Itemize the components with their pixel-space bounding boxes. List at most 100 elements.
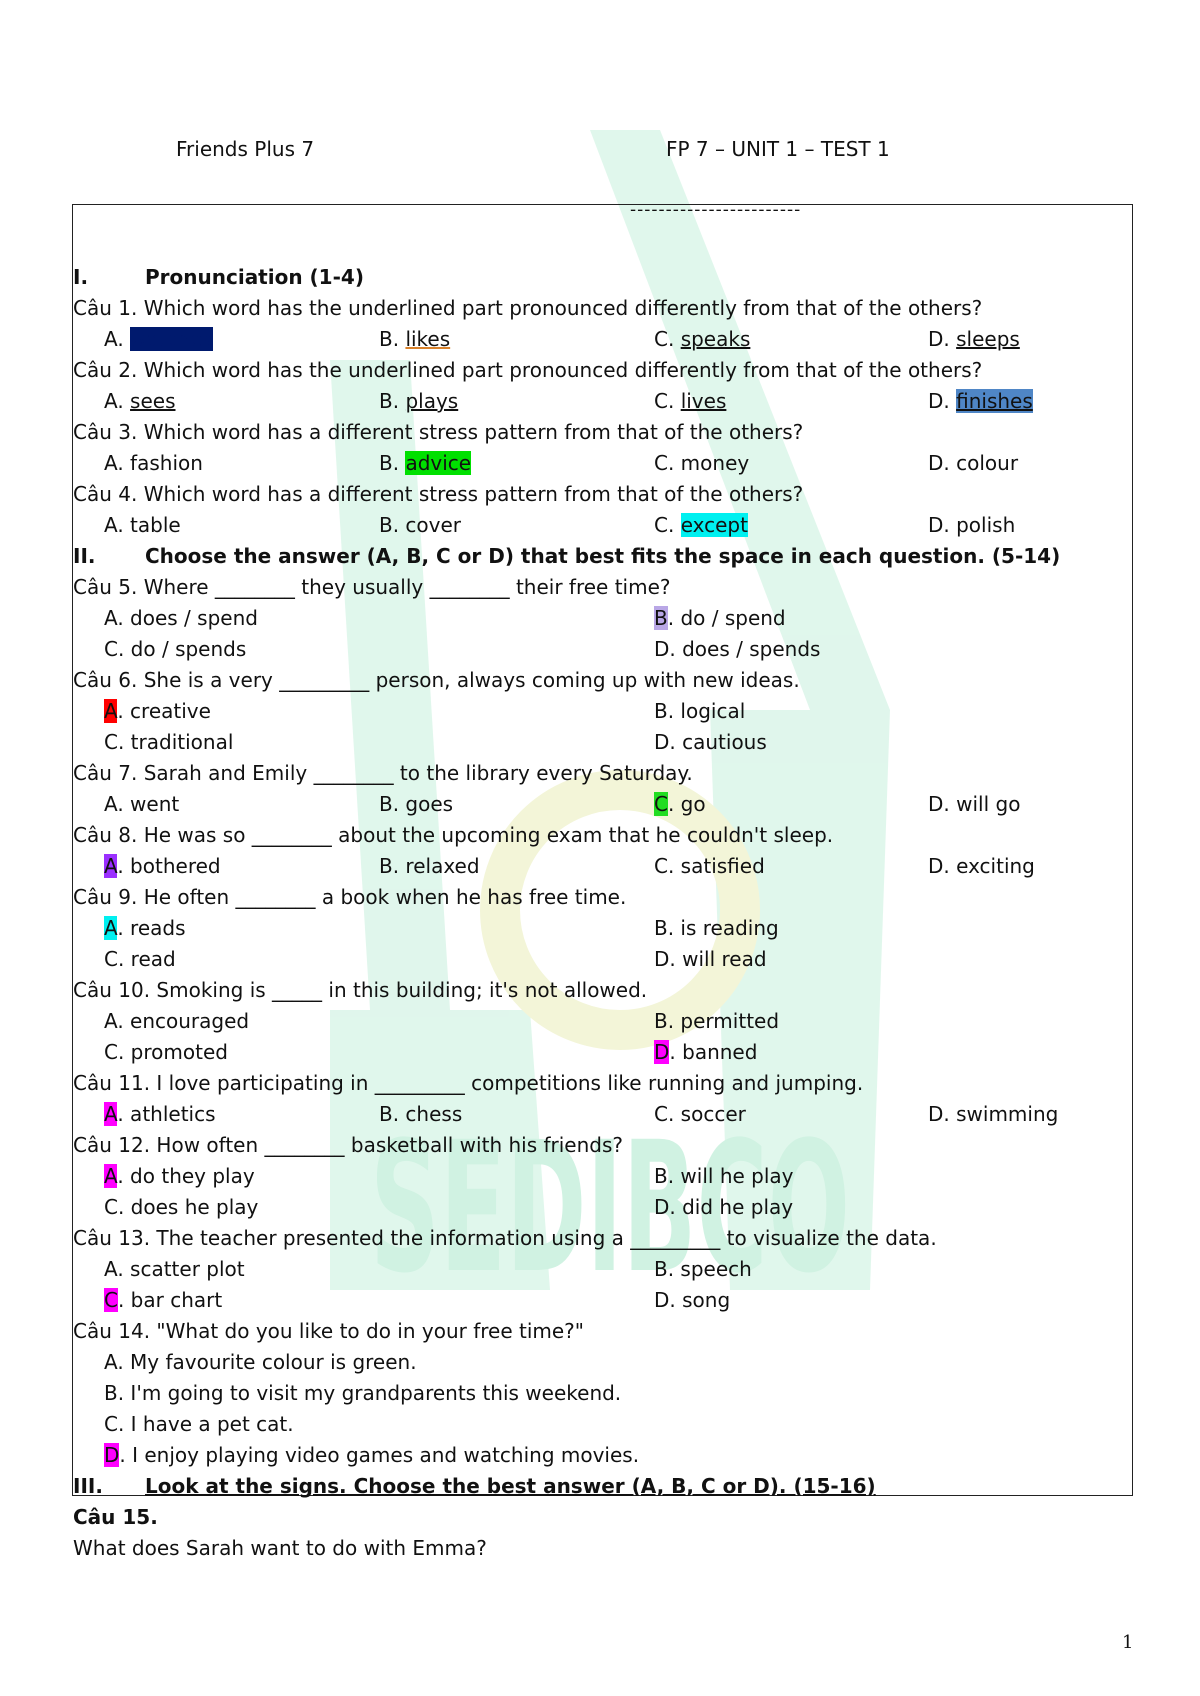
question-number: Câu 3. bbox=[73, 420, 138, 444]
question-text: The teacher presented the information us… bbox=[150, 1226, 937, 1250]
question-12: Câu 12. How often ________ basketball wi… bbox=[73, 1130, 623, 1161]
q5-option-a: A. does / spend bbox=[104, 606, 258, 630]
q11-option-c: C. soccer bbox=[654, 1102, 746, 1126]
question-13: Câu 13. The teacher presented the inform… bbox=[73, 1223, 937, 1254]
q7-option-b: B. goes bbox=[379, 792, 454, 816]
highlight-answer: A bbox=[104, 854, 118, 878]
question-number: Câu 7. bbox=[73, 761, 138, 785]
question-10: Câu 10. Smoking is _____ in this buildin… bbox=[73, 975, 647, 1006]
question-text: "What do you like to do in your free tim… bbox=[150, 1319, 584, 1343]
q2-option-a: A. sees bbox=[104, 389, 176, 413]
section-3-heading: III. Look at the signs. Choose the best a… bbox=[73, 1471, 876, 1502]
header-left: Friends Plus 7 bbox=[176, 137, 315, 161]
question-text: Which word has the underlined part prono… bbox=[137, 296, 983, 320]
q8-option-d: D. exciting bbox=[928, 854, 1035, 878]
q7-option-d: D. will go bbox=[928, 792, 1021, 816]
q9-option-c: C. read bbox=[104, 947, 176, 971]
q6-option-b: B. logical bbox=[654, 699, 746, 723]
q1-option-d: D. sleeps bbox=[928, 327, 1020, 351]
page-number: 1 bbox=[1122, 1632, 1134, 1653]
highlight-answer: A bbox=[104, 699, 118, 723]
q13-option-d: D. song bbox=[654, 1288, 731, 1312]
q14-option-c: C. I have a pet cat. bbox=[104, 1412, 294, 1436]
q3-option-c: C. money bbox=[654, 451, 750, 475]
highlight-answer: except bbox=[680, 513, 748, 537]
section-number: I. bbox=[73, 265, 89, 289]
question-15-text: What does Sarah want to do with Emma? bbox=[73, 1536, 487, 1560]
q1-option-b: B. likes bbox=[379, 327, 451, 351]
q1-option-c: C. speaks bbox=[654, 327, 751, 351]
section-title: Look at the signs. Choose the best answe… bbox=[145, 1474, 876, 1498]
q3-option-a: A. fashion bbox=[104, 451, 203, 475]
q7-option-c: C. go bbox=[654, 792, 706, 816]
q11-option-b: B. chess bbox=[379, 1102, 463, 1126]
question-4: Câu 4. Which word has a different stress… bbox=[73, 479, 803, 510]
q4-option-d: D. polish bbox=[928, 513, 1016, 537]
q9-option-d: D. will read bbox=[654, 947, 767, 971]
highlight-answer: D bbox=[104, 1443, 120, 1467]
header-right: FP 7 – UNIT 1 – TEST 1 bbox=[666, 137, 890, 161]
q9-option-b: B. is reading bbox=[654, 916, 779, 940]
question-number: Câu 10. bbox=[73, 978, 151, 1002]
question-9: Câu 9. He often ________ a book when he … bbox=[73, 882, 626, 913]
question-1: Câu 1. Which word has the underlined par… bbox=[73, 293, 982, 324]
question-number: Câu 12. bbox=[73, 1133, 151, 1157]
question-text: I love participating in _________ compet… bbox=[150, 1071, 864, 1095]
q3-option-d: D. colour bbox=[928, 451, 1019, 475]
highlight-answer: D bbox=[654, 1040, 670, 1064]
q5-option-b: B. do / spend bbox=[654, 606, 786, 630]
highlight-answer: B bbox=[654, 606, 668, 630]
q8-option-a: A. bothered bbox=[104, 854, 221, 878]
question-text: Where ________ they usually ________ the… bbox=[137, 575, 671, 599]
q10-option-b: B. permitted bbox=[654, 1009, 780, 1033]
q6-option-c: C. traditional bbox=[104, 730, 234, 754]
dashes-line: ------------------------ bbox=[630, 200, 802, 220]
q5-option-c: C. do / spends bbox=[104, 637, 247, 661]
q13-option-b: B. speech bbox=[654, 1257, 752, 1281]
question-14: Câu 14. "What do you like to do in your … bbox=[73, 1316, 584, 1347]
question-6: Câu 6. She is a very _________ person, a… bbox=[73, 665, 800, 696]
q2-option-b: B. plays bbox=[379, 389, 459, 413]
q3-option-b: B. advice bbox=[379, 451, 472, 475]
question-text: She is a very _________ person, always c… bbox=[137, 668, 800, 692]
highlight-answer: A bbox=[104, 1164, 118, 1188]
section-title: Choose the answer (A, B, C or D) that be… bbox=[145, 544, 1061, 568]
question-text: Which word has a different stress patter… bbox=[137, 482, 804, 506]
question-number: Câu 5. bbox=[73, 575, 138, 599]
question-number: Câu 11. bbox=[73, 1071, 151, 1095]
q10-option-a: A. encouraged bbox=[104, 1009, 250, 1033]
q4-option-c: C. except bbox=[654, 513, 748, 537]
q10-option-c: C. promoted bbox=[104, 1040, 228, 1064]
q2-option-d: D. finishes bbox=[928, 389, 1033, 413]
question-text: He often ________ a book when he has fre… bbox=[137, 885, 627, 909]
question-text: How often ________ basketball with his f… bbox=[150, 1133, 624, 1157]
q12-option-d: D. did he play bbox=[654, 1195, 794, 1219]
q12-option-c: C. does he play bbox=[104, 1195, 259, 1219]
question-3: Câu 3. Which word has a different stress… bbox=[73, 417, 803, 448]
section-number: III. bbox=[73, 1474, 103, 1498]
question-number: Câu 8. bbox=[73, 823, 138, 847]
q6-option-a: A. creative bbox=[104, 699, 211, 723]
question-frame bbox=[72, 204, 1133, 1496]
question-2: Câu 2. Which word has the underlined par… bbox=[73, 355, 982, 386]
q8-option-b: B. relaxed bbox=[379, 854, 480, 878]
q14-option-d: D. I enjoy playing video games and watch… bbox=[104, 1443, 640, 1467]
q1-option-a: A. watches bbox=[104, 327, 213, 351]
q12-option-b: B. will he play bbox=[654, 1164, 794, 1188]
q14-option-a: A. My favourite colour is green. bbox=[104, 1350, 417, 1374]
q8-option-c: C. satisfied bbox=[654, 854, 765, 878]
q9-option-a: A. reads bbox=[104, 916, 186, 940]
section-title: Pronunciation (1-4) bbox=[145, 265, 364, 289]
highlight-answer: advice bbox=[405, 451, 472, 475]
question-7: Câu 7. Sarah and Emily ________ to the l… bbox=[73, 758, 693, 789]
question-text: Which word has the underlined part prono… bbox=[137, 358, 983, 382]
question-number: Câu 9. bbox=[73, 885, 138, 909]
highlight-answer: A bbox=[104, 1102, 118, 1126]
q13-option-c: C. bar chart bbox=[104, 1288, 223, 1312]
question-text: He was so ________ about the upcoming ex… bbox=[137, 823, 834, 847]
question-11: Câu 11. I love participating in ________… bbox=[73, 1068, 863, 1099]
question-number: Câu 13. bbox=[73, 1226, 151, 1250]
question-number: Câu 2. bbox=[73, 358, 138, 382]
section-1-heading: I. Pronunciation (1-4) bbox=[73, 262, 364, 293]
q11-option-a: A. athletics bbox=[104, 1102, 216, 1126]
